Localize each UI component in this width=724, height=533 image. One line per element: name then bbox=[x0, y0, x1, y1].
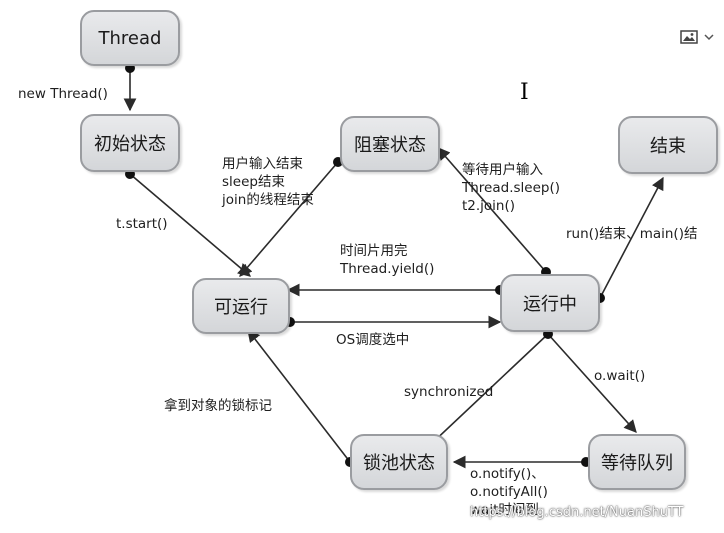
chevron-down-icon bbox=[704, 34, 714, 41]
label-new-thread: new Thread() bbox=[18, 86, 108, 102]
label-get-lock: 拿到对象的锁标记 bbox=[164, 398, 272, 414]
state-runnable-label: 可运行 bbox=[214, 297, 268, 318]
label-synchronized: synchronized bbox=[404, 384, 494, 400]
label-o-wait: o.wait() bbox=[594, 368, 646, 384]
watermark: https://blog.csdn.net/NuanShuTT bbox=[470, 505, 684, 520]
label-block-3: t2.join() bbox=[462, 198, 516, 214]
label-unblock-3: join的线程结束 bbox=[222, 192, 314, 208]
state-blocked: 阻塞状态 bbox=[340, 116, 440, 172]
label-os-schedule: OS调度选中 bbox=[336, 332, 410, 348]
image-menu-button[interactable] bbox=[668, 18, 724, 56]
image-icon bbox=[680, 30, 698, 44]
state-blocked-label: 阻塞状态 bbox=[354, 135, 426, 156]
state-thread: Thread bbox=[80, 10, 180, 66]
state-running: 运行中 bbox=[500, 274, 600, 332]
label-unblock-1: 用户输入结束 bbox=[222, 156, 303, 172]
state-initial: 初始状态 bbox=[80, 114, 180, 172]
label-run-end: run()结束、main()结 bbox=[566, 226, 698, 242]
label-unblock-2: sleep结束 bbox=[222, 174, 285, 190]
state-lock-pool: 锁池状态 bbox=[350, 434, 448, 490]
label-block-2: Thread.sleep() bbox=[462, 180, 560, 196]
label-block-1: 等待用户输入 bbox=[462, 162, 543, 178]
edge-get-lock bbox=[247, 328, 351, 463]
state-initial-label: 初始状态 bbox=[94, 134, 166, 155]
label-yield-2: Thread.yield() bbox=[340, 261, 435, 277]
edge-wait bbox=[547, 333, 637, 433]
text-cursor-icon: I bbox=[520, 80, 529, 105]
state-waiting-queue-label: 等待队列 bbox=[601, 453, 673, 474]
label-notify-1: o.notify()、 bbox=[470, 466, 545, 482]
edge-unblock bbox=[239, 161, 339, 277]
label-notify-2: o.notifyAll() bbox=[470, 484, 548, 500]
label-notify-3: wait时间到 bbox=[470, 502, 539, 518]
state-running-label: 运行中 bbox=[523, 294, 577, 315]
edge-end bbox=[599, 176, 664, 299]
state-lock-pool-label: 锁池状态 bbox=[363, 453, 435, 474]
state-waiting-queue: 等待队列 bbox=[588, 434, 686, 490]
state-thread-label: Thread bbox=[98, 27, 162, 49]
state-runnable: 可运行 bbox=[192, 278, 290, 334]
state-end: 结束 bbox=[618, 116, 718, 174]
label-yield-1: 时间片用完 bbox=[340, 243, 408, 259]
edge-block bbox=[437, 147, 547, 273]
label-t-start: t.start() bbox=[116, 216, 168, 232]
edge-start bbox=[129, 173, 251, 277]
state-end-label: 结束 bbox=[650, 136, 686, 157]
